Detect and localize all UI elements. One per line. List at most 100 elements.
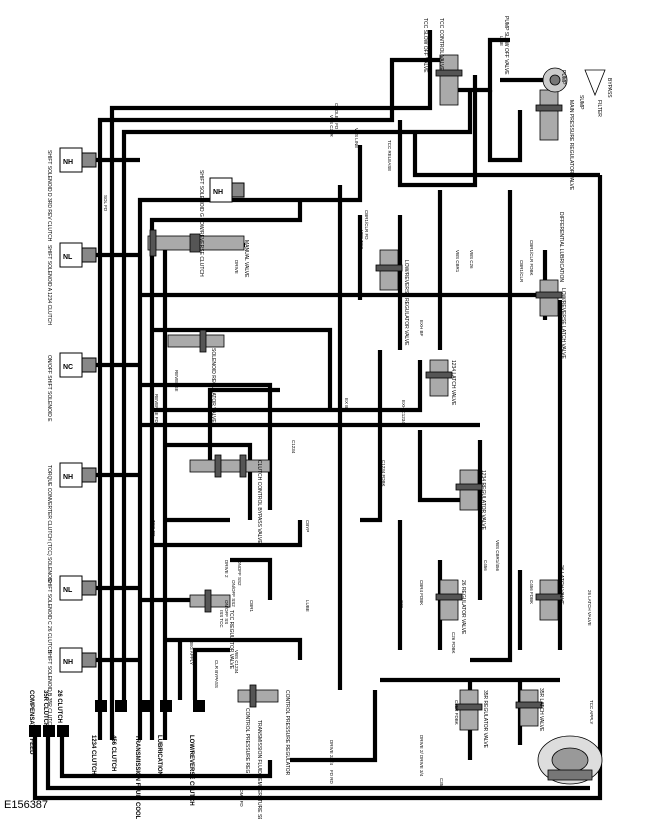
valve-label-9: 1234 LATCH VALVE (450, 360, 456, 406)
torque-converter-cutaway (537, 735, 603, 785)
misc-label-1: FILTER (596, 100, 602, 117)
solenoid-e: NC (59, 352, 97, 378)
pump (542, 67, 606, 97)
solenoid-label-2: ON/OFF SHIFT SOLENOID E (46, 355, 52, 422)
passage-label-26: EXH C1234 (401, 400, 406, 424)
hydraulic-passages (32, 30, 603, 801)
passage-label-9: VBS TCC (359, 230, 364, 250)
solenoid-d-type: NH (63, 159, 73, 166)
output-label-7: LOW/REVERSE CLUTCH (188, 735, 194, 806)
misc-label-2: SUMP (578, 95, 584, 110)
valve-label-4: MANUAL VALVE (243, 240, 249, 278)
passage-label-37: CBR4 FDBK (419, 580, 424, 605)
output-label-3: 1234 CLUTCH (90, 735, 96, 775)
passage-label-3: VBS LINE (354, 128, 359, 148)
valve-label-14: TCC REGULATOR VALVE (228, 610, 234, 670)
latch-1234-valve (425, 359, 453, 397)
latch-35r-valve (515, 689, 543, 727)
cooler-block (138, 700, 150, 712)
solenoid-g-type: NH (213, 189, 223, 196)
valve-label-10: CLUTCH CONTROL BYPASS VALVE (256, 460, 262, 544)
clutch-1234-block (95, 700, 107, 712)
solenoid-label-3: TORQUE CONVERTER CLUTCH (TCC) SOLENOID (46, 465, 52, 583)
passage-low-rev (192, 647, 230, 700)
passage-label-44: LUBE (305, 600, 310, 612)
passage-drive2-low (290, 690, 378, 763)
solenoid-d: NH (59, 147, 97, 173)
passage-c26-bottom (59, 735, 273, 779)
lubrication-block (160, 700, 172, 712)
output-label-6: LUBRICATION (156, 735, 162, 776)
latch-26-valve (535, 579, 563, 621)
output-label-5: TRANSMISSION FLUID COOLER (134, 735, 140, 819)
valve-label-8: LOW/REVERSE LATCH VALVE (560, 288, 566, 360)
main-pressure-regulator-valve (535, 89, 563, 141)
valve-label-11: 1234 REGULATOR VALVE (480, 470, 486, 531)
regulator-35r-valve (455, 689, 483, 731)
valve-label-2: PUMP SLOW OFF VALVE (503, 16, 509, 75)
regulator-26-valve (435, 579, 463, 621)
passage-label-42: CBR1 (249, 600, 254, 613)
passage-label-46: 26 LATCH VALVE (587, 590, 592, 626)
passage-clutch-feed (207, 387, 280, 470)
output-label-1: 35R CLUTCH (42, 690, 48, 727)
passage-label-41: ONOFF SS2 (237, 560, 242, 586)
passage-label-32: VBS CBR1 (455, 250, 460, 273)
passage-conv-fd-mid (152, 520, 303, 548)
solenoid-b: NH (59, 647, 97, 673)
passage-label-6: EXH BF (419, 320, 424, 337)
clutch-456-block (115, 700, 127, 712)
valve-label-0: TCC SLOW OFF VALVE (422, 18, 428, 73)
solenoid-label-0: SHIFT SOLENOID D 3RD REV CLUTCH (46, 150, 52, 242)
tcc-regulator-valve (189, 589, 231, 613)
solenoid-c: NL (59, 575, 97, 601)
solenoid-a: NL (59, 242, 97, 268)
solenoid-label-1: SHIFT SOLENOID A 1234 CLUTCH (46, 245, 52, 325)
passage-label-11: EX BF (344, 398, 349, 411)
passage-label-23: ISS TCC (219, 610, 224, 628)
passage-label-4: SOL FD (103, 195, 108, 212)
passage-label-2: VBS C35R (329, 115, 334, 138)
passage-label-34: VBS CBR1/456 (495, 540, 500, 572)
passage-vbs-line-right (487, 90, 523, 163)
passage-label-8: CONV FD (109, 500, 114, 521)
passage-label-29: C456 (483, 560, 488, 571)
passage-label-33: ON/OFF SS (224, 600, 229, 624)
output-blocks (29, 700, 205, 737)
clutch-control-bypass-valve (189, 454, 271, 478)
passage-label-18: C1234 (291, 440, 296, 454)
valve-label-17: 35R LATCH VALVE (538, 688, 544, 732)
passage-label-14: TCC RELEASE (387, 140, 392, 171)
passage-label-20: VBS C1234 (234, 650, 239, 674)
passage-label-39: C35R FDBK (454, 700, 459, 725)
passage-label-10: COMP FD (239, 786, 244, 807)
manual-valve (147, 229, 245, 257)
solenoid-label-4: SHIFT SOLENOID C 26 CLUTCH (46, 578, 52, 654)
passage-label-1: COOLER FD (334, 103, 339, 130)
passage-comp-fd-bottom (45, 735, 590, 791)
passage-conv-fd-top (109, 30, 433, 740)
passage-label-43: FD RD (329, 770, 334, 784)
passage-label-31: C1234 FDBK (381, 460, 386, 487)
passage-label-15: TCC APPLY (589, 700, 594, 724)
valve-label-1: TCC CONTROL VALVE (438, 18, 444, 71)
solenoid-label-6: SHIFT SOLENOID G LOW/REVERSE CLUTCH (198, 170, 204, 277)
passage-sol-fd-1 (137, 145, 363, 740)
figure-id: E156387 (4, 799, 49, 811)
passage-tcc-release (397, 75, 478, 188)
misc-label-4: TRANSMISSION FLUID TEMPERATURE SENSOR (256, 720, 262, 819)
output-label-2: 26 CLUTCH (56, 690, 62, 723)
valve-label-5: SOLENOID REGULATOR VALVE (210, 348, 216, 423)
passage-label-21: DRIVE 2 (224, 560, 229, 578)
clutch-26-block (57, 725, 69, 737)
passage-label-24: CBR1/CLR FD (364, 210, 369, 240)
compensator-feed-block (29, 725, 41, 737)
passage-tcc-apply-right (412, 132, 600, 178)
passage-label-0: LINE (499, 36, 504, 46)
misc-label-3: BYPASS (606, 78, 612, 98)
low-reverse-latch-valve (535, 279, 563, 317)
solenoid-label-5: SHIFT SOLENOID B 35R CLUTCH (46, 650, 52, 729)
solenoid-b-type: NH (63, 659, 73, 666)
passage-cooler-fd-top (97, 57, 440, 740)
